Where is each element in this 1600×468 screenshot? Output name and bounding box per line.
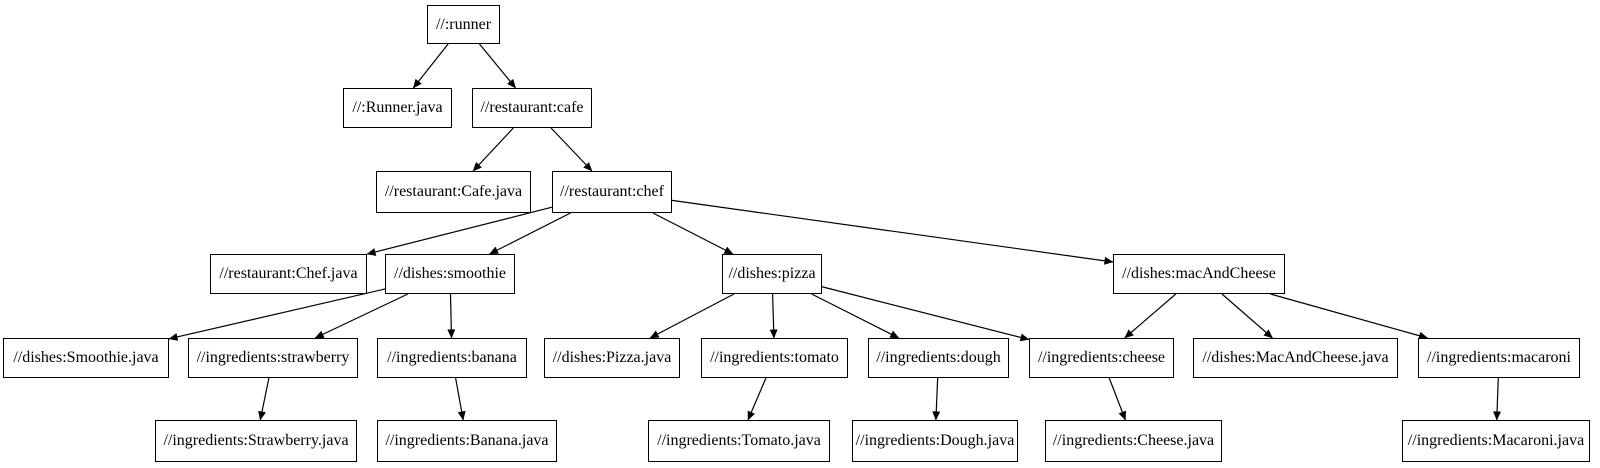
node-pizza_java: //dishes:Pizza.java	[544, 338, 680, 378]
edges	[168, 43, 1502, 421]
edge-chef-to-chef_java	[366, 206, 553, 256]
node-tomato: //ingredients:tomato	[701, 338, 848, 378]
node-macaroni_java: //ingredients:Macaroni.java	[1402, 420, 1590, 462]
node-pizza: //dishes:pizza	[722, 254, 822, 294]
node-dough_java: //ingredients:Dough.java	[852, 420, 1018, 462]
edge-cafe-to-cafe_java	[472, 127, 514, 172]
edge-chef-to-smoothie	[489, 212, 571, 255]
edge-pizza-to-pizza_java	[649, 293, 735, 339]
node-cheese_java: //ingredients:Cheese.java	[1045, 420, 1222, 462]
edge-macandcheese-to-macandcheese_java	[1221, 293, 1273, 339]
node-strawberry_java: //ingredients:Strawberry.java	[155, 420, 357, 462]
node-smoothie: //dishes:smoothie	[385, 254, 515, 294]
edge-macaroni-to-macaroni_java	[1493, 377, 1502, 421]
edge-cheese-to-cheese_java	[1108, 377, 1127, 421]
edge-macandcheese-to-macaroni	[1270, 293, 1429, 340]
node-runner_java: //:Runner.java	[343, 88, 452, 128]
node-tomato_java: //ingredients:Tomato.java	[648, 420, 830, 462]
node-banana_java: //ingredients:Banana.java	[377, 420, 557, 462]
edge-runner-to-runner_java	[412, 43, 449, 89]
node-cheese: //ingredients:cheese	[1029, 338, 1174, 378]
node-runner: //:runner	[427, 5, 500, 44]
node-macandcheese_java: //dishes:MacAndCheese.java	[1193, 338, 1398, 378]
edge-smoothie-to-strawberry	[314, 293, 409, 339]
node-cafe: //restaurant:cafe	[472, 88, 592, 128]
node-strawberry: //ingredients:strawberry	[188, 338, 358, 378]
node-smoothie_java: //dishes:Smoothie.java	[3, 338, 169, 378]
node-macaroni: //ingredients:macaroni	[1418, 338, 1580, 378]
node-cafe_java: //restaurant:Cafe.java	[376, 171, 531, 213]
edge-strawberry-to-strawberry_java	[258, 377, 270, 421]
edge-pizza-to-cheese	[821, 286, 1030, 342]
edge-pizza-to-tomato	[769, 293, 778, 339]
node-banana: //ingredients:banana	[377, 338, 527, 378]
edge-runner-to-cafe	[479, 43, 517, 89]
edge-tomato-to-tomato_java	[747, 377, 767, 421]
edge-pizza-to-dough	[811, 293, 900, 339]
node-chef: //restaurant:chef	[552, 171, 672, 213]
edge-chef-to-macandcheese	[671, 199, 1114, 265]
edge-smoothie-to-banana	[447, 293, 456, 339]
edge-dough-to-dough_java	[932, 377, 941, 421]
node-dough: //ingredients:dough	[868, 338, 1009, 378]
node-chef_java: //restaurant:Chef.java	[210, 254, 367, 294]
edge-banana-to-banana_java	[455, 377, 466, 421]
edge-macandcheese-to-cheese	[1124, 293, 1177, 339]
edge-chef-to-pizza	[652, 212, 734, 255]
edge-smoothie-to-smoothie_java	[168, 288, 386, 341]
edge-cafe-to-chef	[550, 127, 593, 172]
node-macandcheese: //dishes:macAndCheese	[1113, 254, 1285, 294]
